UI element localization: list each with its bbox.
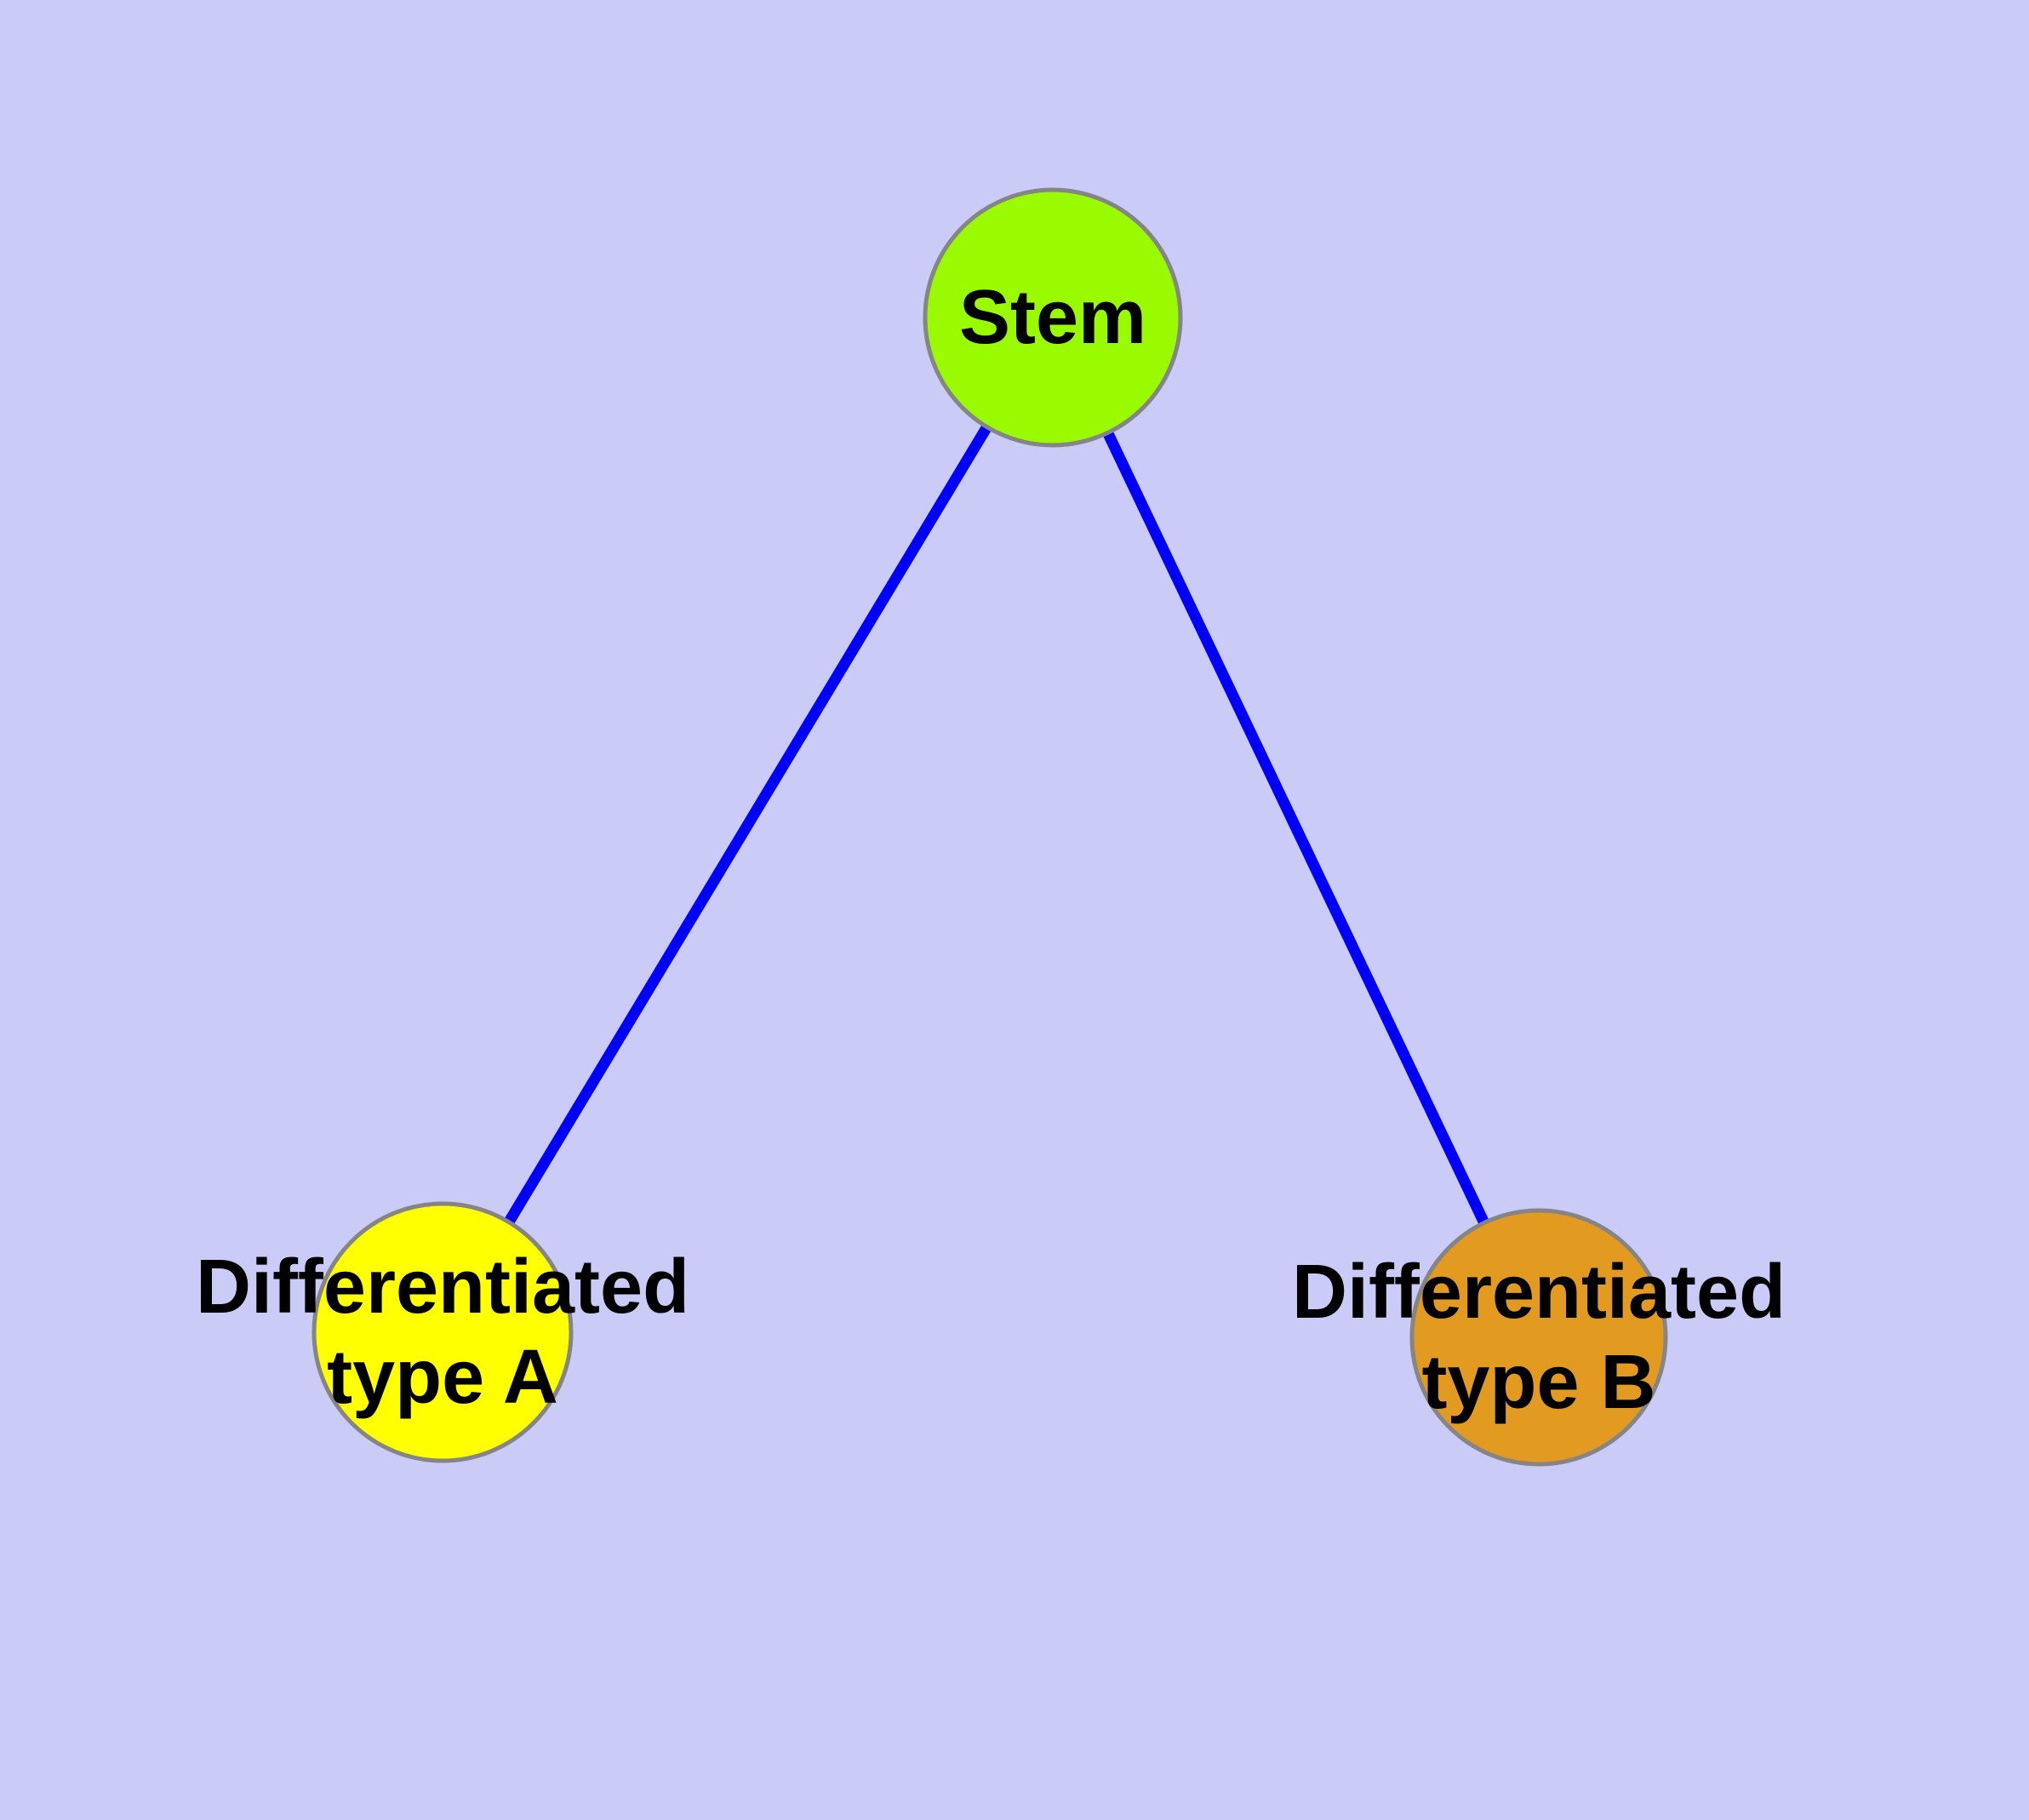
node-label-diff_a: Differentiated type A	[195, 1245, 690, 1420]
node-label-diff_b: Differentiated type B	[1291, 1250, 1786, 1425]
node-circle-stem	[923, 187, 1183, 448]
node-label-stem: Stem	[958, 275, 1147, 360]
node-circle-diff_b	[1409, 1208, 1668, 1467]
node-circle-diff_a	[311, 1201, 574, 1463]
edge-stem-diff_b	[1048, 315, 1544, 1340]
edge-stem-diff_a	[437, 314, 1058, 1336]
